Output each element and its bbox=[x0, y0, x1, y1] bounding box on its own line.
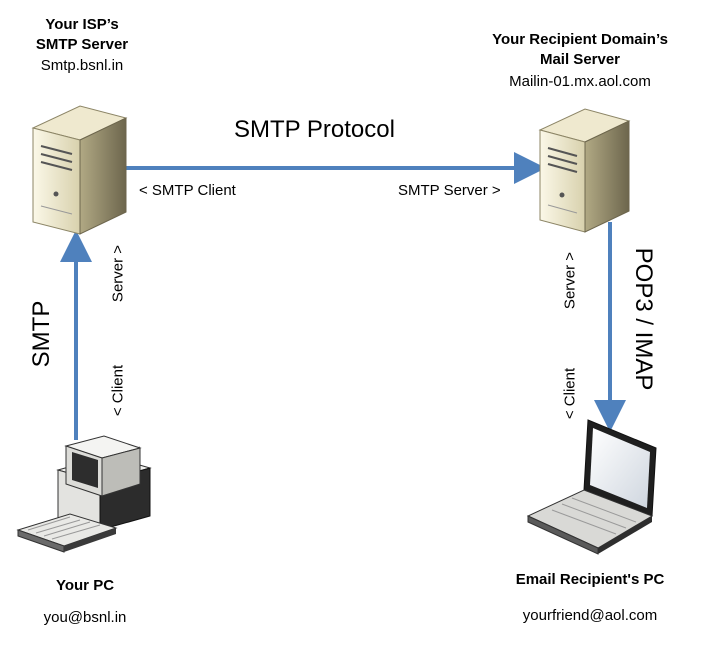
recipient-server-icon bbox=[538, 108, 631, 233]
desktop-pc-icon bbox=[16, 435, 152, 553]
right-server-label: Server > bbox=[561, 251, 579, 310]
right-client-label: < Client bbox=[561, 367, 579, 420]
left-client-label: < Client bbox=[109, 364, 127, 417]
recipient-server-title-line2: Mail Server bbox=[539, 51, 621, 68]
right-pop3-imap-label: POP3 / IMAP bbox=[630, 247, 657, 391]
isp-server-title: Your ISP’s SMTP Server bbox=[12, 15, 152, 55]
recipient-server-host: Mailin-01.mx.aol.com bbox=[509, 73, 651, 90]
your-pc-title: Your PC bbox=[55, 577, 115, 594]
recipient-pc-address: yourfriend@aol.com bbox=[522, 607, 658, 624]
isp-server-host: Smtp.bsnl.in bbox=[40, 57, 124, 74]
recipient-server-title-line1: Your Recipient Domain’s bbox=[492, 31, 668, 48]
smtp-protocol-label: SMTP Protocol bbox=[234, 116, 395, 143]
recipient-server-title: Your Recipient Domain’s Mail Server bbox=[450, 30, 710, 70]
laptop-icon bbox=[526, 419, 657, 555]
isp-server-icon bbox=[31, 105, 128, 235]
left-smtp-label: SMTP bbox=[28, 300, 55, 368]
recipient-pc-title: Email Recipient's PC bbox=[515, 571, 665, 588]
your-pc-address: you@bsnl.in bbox=[43, 609, 127, 626]
isp-server-title-line2: SMTP Server bbox=[35, 36, 129, 53]
left-server-label: Server > bbox=[109, 244, 127, 303]
isp-server-title-line1: Your ISP’s bbox=[45, 16, 119, 33]
smtp-client-label: < SMTP Client bbox=[139, 182, 236, 199]
smtp-server-label: SMTP Server > bbox=[398, 182, 501, 199]
